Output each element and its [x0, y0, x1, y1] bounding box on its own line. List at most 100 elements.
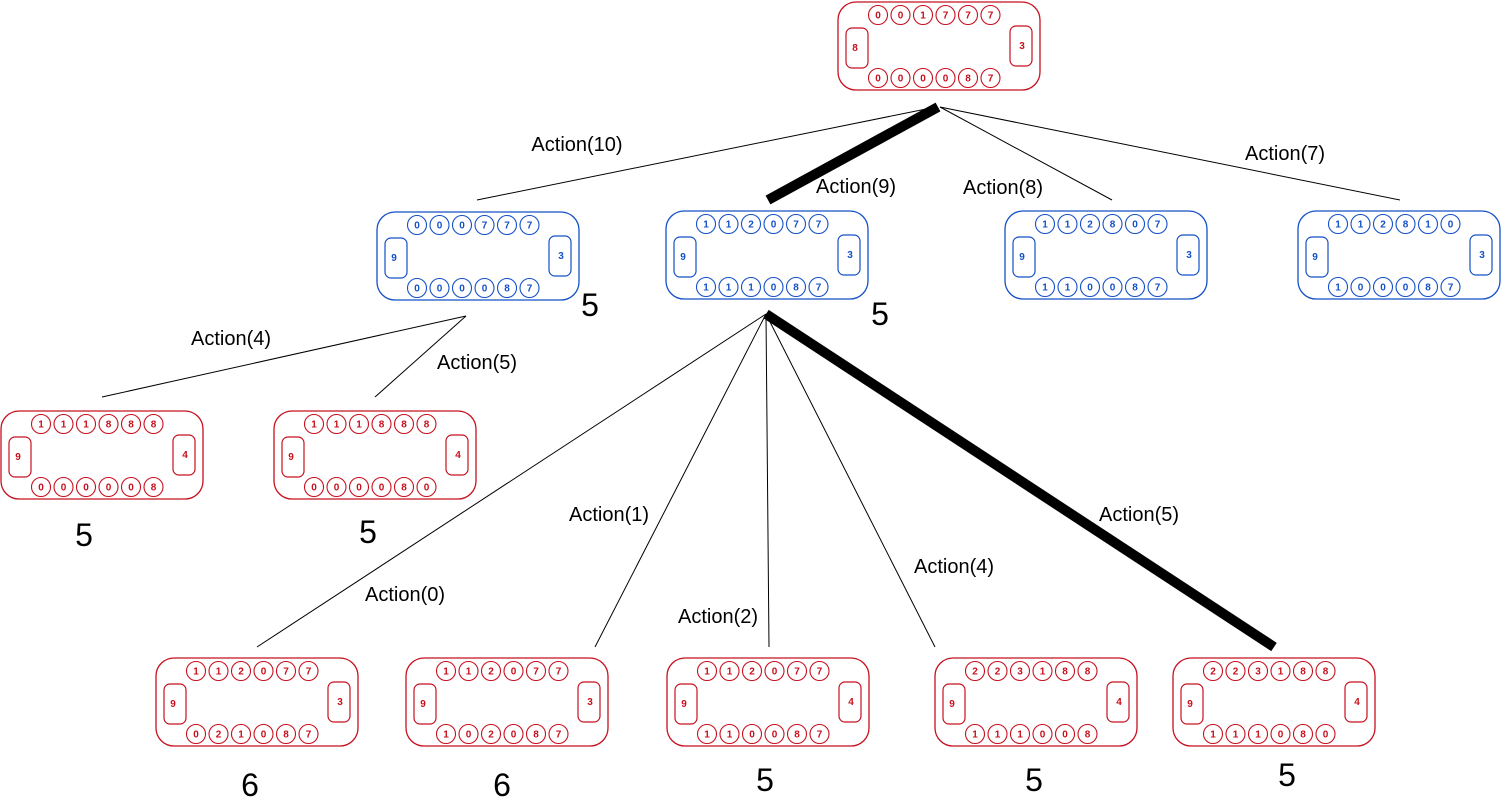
right-store	[172, 434, 196, 476]
top-pit-count: 1	[466, 667, 472, 678]
bottom-pit	[741, 723, 763, 745]
top-pit-count: 0	[875, 11, 881, 22]
bottom-pit	[429, 277, 450, 299]
top-pit	[406, 214, 428, 236]
top-pit-count: 1	[704, 667, 710, 678]
top-pit	[1292, 660, 1314, 682]
bottom-pit-count: 0	[1403, 283, 1409, 294]
bottom-pit	[957, 67, 979, 89]
top-pit	[740, 213, 762, 235]
right-store-count: 4	[848, 697, 854, 708]
top-pit	[416, 413, 437, 435]
top-pit-count: 7	[283, 667, 289, 678]
top-pit-count: 8	[424, 420, 430, 431]
top-pit	[1102, 213, 1123, 235]
top-pit-count: 7	[816, 220, 822, 231]
bottom-pit	[786, 723, 808, 745]
top-pit	[275, 660, 297, 682]
edge-line	[374, 315, 467, 398]
top-pit	[525, 660, 547, 682]
top-pit	[1247, 660, 1269, 682]
right-store-count: 4	[1116, 697, 1122, 708]
top-pit-count: 7	[533, 667, 539, 678]
left-store	[845, 27, 869, 69]
edge-line	[765, 313, 770, 648]
bottom-pit	[496, 277, 518, 299]
bottom-pit-count: 2	[488, 730, 494, 741]
bottom-pit	[253, 723, 274, 745]
bottom-pit-count: 0	[875, 74, 881, 85]
top-pit	[458, 660, 479, 682]
top-pit	[435, 660, 457, 682]
bottom-pit	[519, 277, 540, 299]
bottom-pit	[1124, 276, 1146, 298]
bottom-pit	[30, 476, 52, 498]
top-pit-count: 0	[459, 221, 465, 232]
top-pit	[519, 214, 540, 236]
edge-label: Action(5)	[437, 352, 517, 374]
bottom-pit-count: 0	[1278, 730, 1284, 741]
bottom-pit-count: 1	[1042, 283, 1048, 294]
node-score: 5	[75, 517, 93, 553]
left-store	[384, 237, 408, 279]
top-pit	[230, 660, 252, 682]
bottom-pit-count: 7	[306, 730, 312, 741]
bottom-pit-count: 0	[1110, 283, 1116, 294]
edge-label: Action(5)	[1099, 504, 1179, 526]
bottom-pit-count: 7	[1155, 283, 1161, 294]
bottom-pit	[1395, 276, 1416, 298]
top-pit-count: 1	[356, 420, 362, 431]
right-store	[1009, 25, 1033, 67]
node-score: 6	[241, 767, 259, 803]
bottom-pit-count: 8	[965, 74, 971, 85]
left-store-count: 9	[170, 699, 176, 710]
edge-line	[101, 315, 467, 398]
top-pit	[987, 660, 1008, 682]
bottom-pit	[458, 723, 479, 745]
top-pit-count: 1	[727, 667, 733, 678]
left-store-count: 9	[1019, 252, 1025, 263]
top-pit-count: 1	[1335, 220, 1341, 231]
top-pit-count: 7	[556, 667, 562, 678]
top-pit	[964, 660, 986, 682]
bottom-pit-count: 0	[1040, 730, 1046, 741]
top-pit	[253, 660, 274, 682]
top-pit	[208, 660, 229, 682]
bottom-pit-count: 1	[703, 283, 709, 294]
bottom-pit-count: 1	[238, 730, 244, 741]
top-pit-count: 0	[1448, 220, 1454, 231]
bottom-pit-count: 1	[1017, 730, 1023, 741]
bottom-pit-count: 0	[749, 730, 755, 741]
top-pit-count: 1	[193, 667, 199, 678]
top-pit	[763, 213, 784, 235]
top-pit	[890, 4, 911, 26]
top-pit-count: 7	[965, 11, 971, 22]
bottom-pit	[120, 476, 142, 498]
bottom-pit-count: 8	[1085, 730, 1091, 741]
bottom-pit-count: 0	[459, 284, 465, 295]
top-pit	[143, 413, 164, 435]
top-pit-count: 0	[898, 11, 904, 22]
node-score: 5	[871, 296, 889, 332]
top-pit	[1417, 213, 1439, 235]
bottom-pit	[1034, 276, 1056, 298]
top-pit	[185, 660, 207, 682]
left-store-count: 9	[15, 452, 21, 463]
top-pit-count: 1	[726, 220, 732, 231]
bottom-pit-count: 0	[311, 483, 317, 494]
top-pit	[1079, 213, 1101, 235]
bottom-pit	[1225, 723, 1246, 745]
top-pit	[496, 214, 518, 236]
left-store-count: 9	[681, 699, 687, 710]
bottom-pit-count: 0	[920, 74, 926, 85]
right-store	[548, 235, 572, 277]
top-pit-count: 7	[988, 11, 994, 22]
top-pit	[429, 214, 450, 236]
top-pit	[935, 4, 956, 26]
bottom-pit-count: 8	[283, 730, 289, 741]
bottom-pit	[980, 67, 1001, 89]
